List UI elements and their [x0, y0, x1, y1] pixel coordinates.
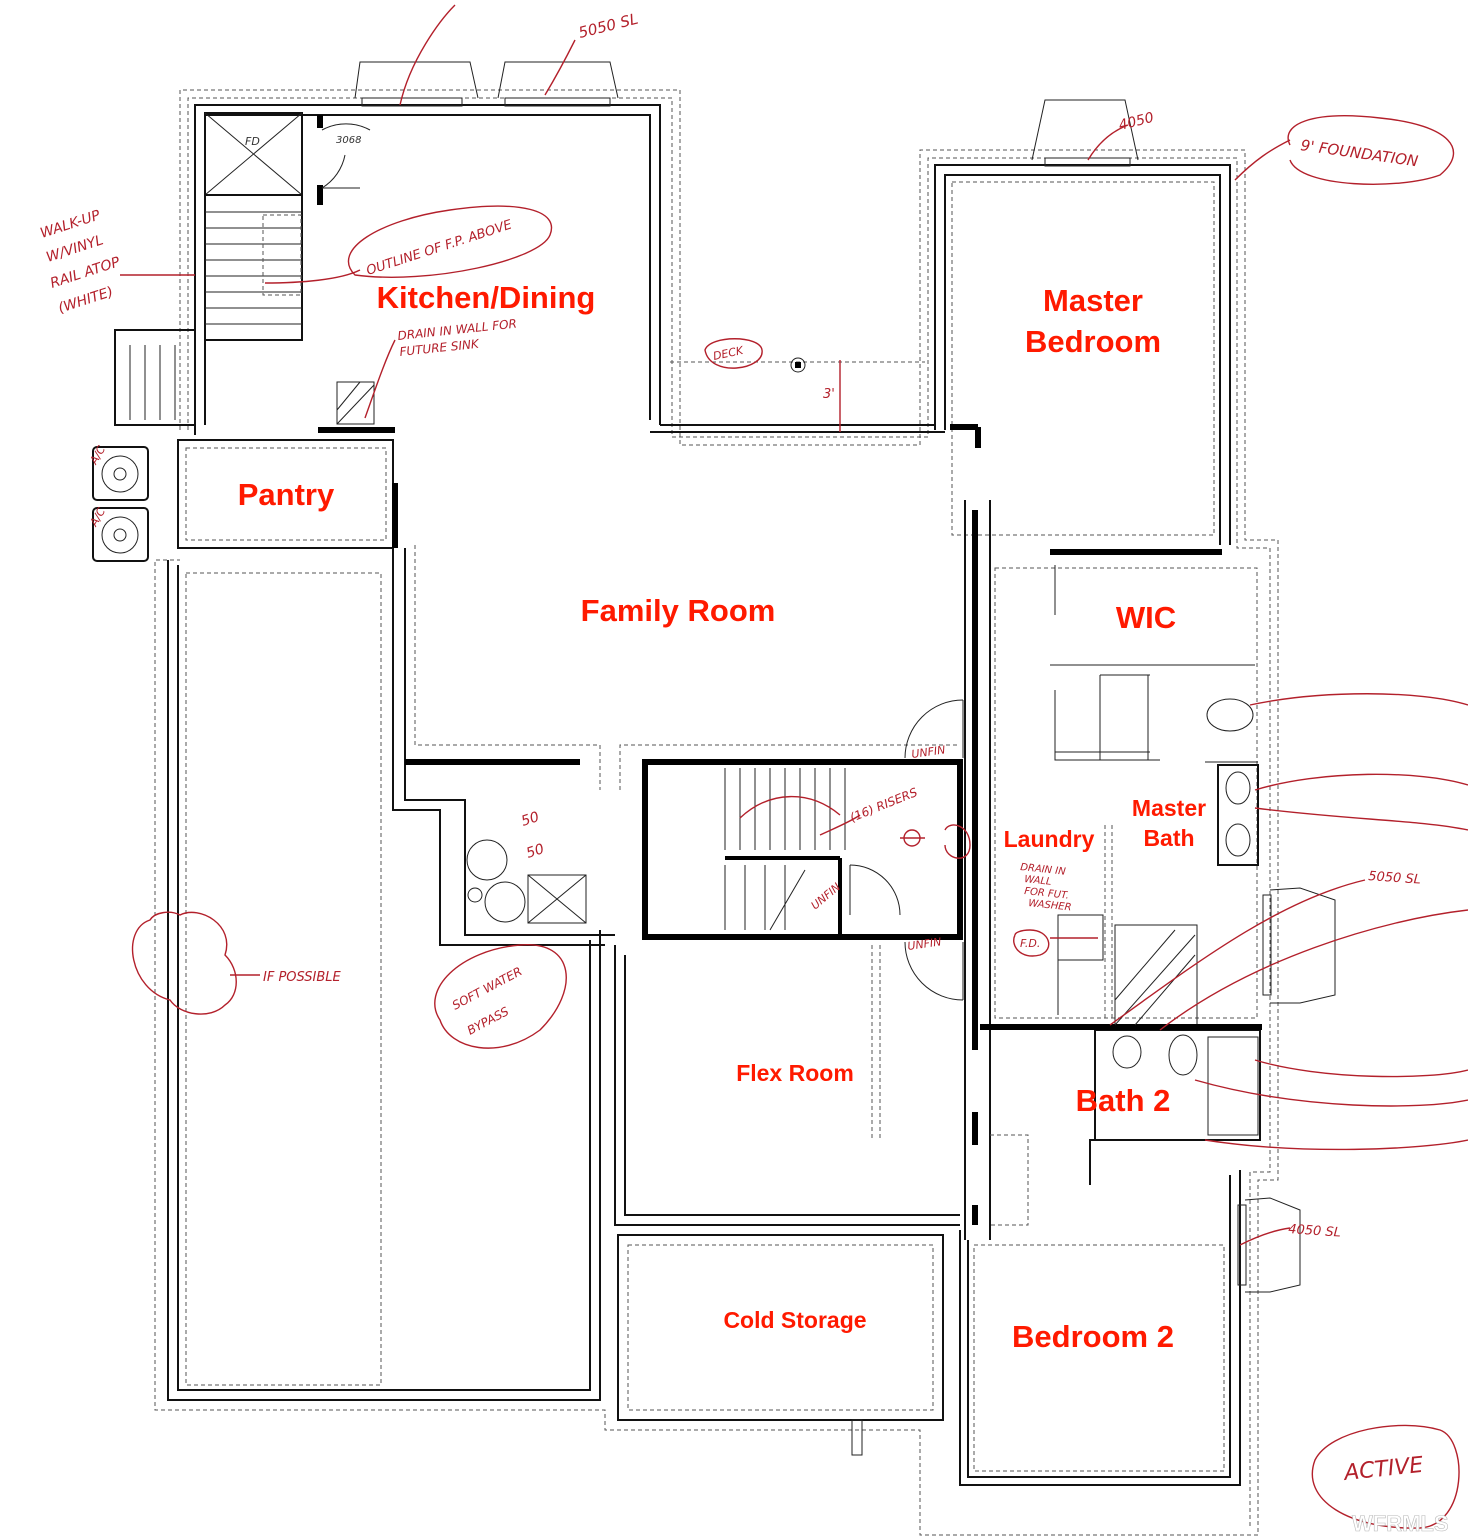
annotation-fd-laundry: F.D. [1020, 937, 1040, 950]
annotation-door-3068: 3068 [336, 135, 361, 146]
annotation-three-ft: 3' [823, 387, 835, 402]
annotation-drain-washer-3: FOR FUT. [1024, 886, 1070, 902]
annotation-if-possible: IF POSSIBLE [263, 970, 342, 985]
annotation-deck: DECK [712, 344, 745, 363]
room-label-bedroom-2: Bedroom 2 [1012, 1319, 1174, 1354]
annotation-status: ACTIVE [1341, 1453, 1425, 1486]
room-label-laundry: Laundry [1004, 826, 1095, 852]
annotation-fifty-2: 50 [524, 841, 546, 862]
thick-walls [317, 115, 1262, 1225]
annotation-drain-washer-2: WALL [1024, 874, 1052, 888]
room-label-master-bath-line1: Master [1132, 795, 1206, 821]
markup-lines [120, 4, 1468, 1529]
annotation-soft-water-1: SOFT WATER [450, 964, 525, 1012]
windows [354, 61, 1336, 1456]
annotation-drain-washer-4: WASHER [1028, 898, 1072, 913]
watermark: WFRMLS [1352, 1511, 1449, 1536]
room-label-master-bedroom-line2: Bedroom [1025, 324, 1161, 359]
annotation-unfin-3: UNFIN [907, 935, 943, 953]
annotation-soft-water-2: BYPASS [465, 1004, 512, 1038]
room-labels: Kitchen/Dining Master Bedroom Pantry Fam… [238, 280, 1206, 1354]
room-label-pantry: Pantry [238, 477, 335, 512]
stairs [114, 112, 846, 935]
annotation-window-top: 5050 SL [577, 10, 640, 42]
room-label-bath-2: Bath 2 [1076, 1083, 1171, 1118]
annotations: 5050 SL 4050 9' FOUNDATION WALK-UP W/VIN… [38, 10, 1424, 1486]
annotation-window-master: 4050 [1117, 110, 1156, 134]
annotation-window-bed2: 4050 SL [1288, 1222, 1342, 1241]
annotation-unfin-1: UNFIN [911, 743, 947, 761]
annotation-fifty-1: 50 [519, 809, 541, 830]
room-label-cold-storage: Cold Storage [723, 1307, 866, 1333]
fixtures [92, 357, 1259, 1136]
annotation-drain-washer-1: DRAIN IN [1020, 862, 1067, 878]
room-label-master-bedroom-line1: Master [1043, 283, 1143, 318]
annotation-risers: (16) RISERS [848, 785, 920, 825]
room-label-flex-room: Flex Room [736, 1060, 854, 1086]
annotation-walkup-4: (WHITE) [56, 284, 115, 317]
annotation-window-bath: 5050 SL [1368, 869, 1422, 888]
room-label-master-bath-line2: Bath [1143, 825, 1194, 851]
doors [321, 123, 964, 1001]
room-label-family-room: Family Room [581, 593, 776, 628]
walls [167, 104, 1261, 1486]
annotation-foundation: 9' FOUNDATION [1299, 136, 1419, 170]
annotation-unfin-2: UNFIN [809, 880, 843, 912]
room-label-wic: WIC [1116, 600, 1176, 635]
room-label-kitchen-dining: Kitchen/Dining [377, 280, 596, 315]
annotation-fd-top: FD [245, 135, 260, 148]
